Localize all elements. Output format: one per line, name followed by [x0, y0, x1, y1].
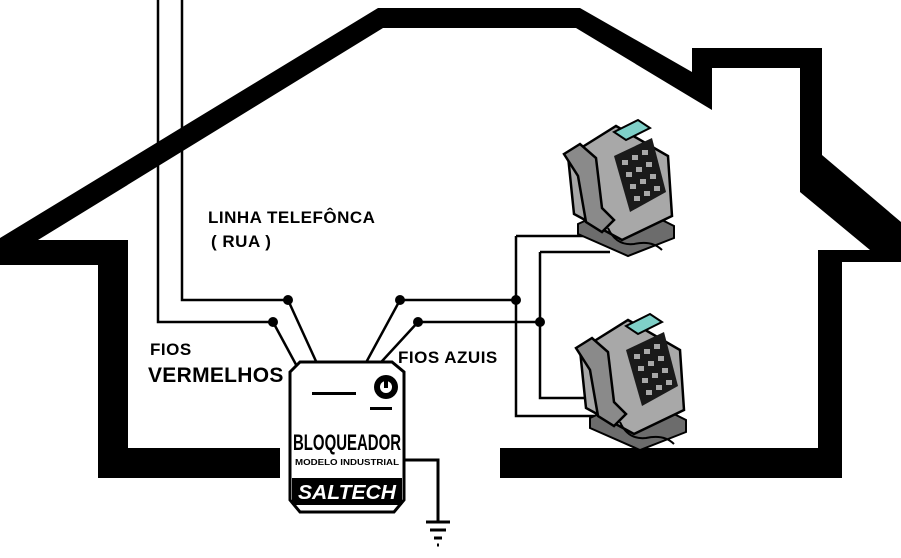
ground-icon: [398, 458, 450, 547]
blocker-device: BLOQUEADOR MODELO INDUSTRIAL SALTECH: [288, 360, 406, 514]
red-wires-label: FIOS: [150, 340, 192, 359]
junction-dot: [395, 295, 405, 305]
line-title: LINHA TELEFÔNCA: [208, 208, 376, 227]
house-outline: [0, 8, 901, 478]
street-line: [156, 0, 288, 324]
red-wires-label-2: VERMELHOS: [148, 364, 284, 387]
phone-icon: [574, 312, 688, 452]
junction-dot: [413, 317, 423, 327]
junction-dot: [283, 295, 293, 305]
junction-dot: [268, 317, 278, 327]
junction-dot: [511, 295, 521, 305]
phone-icon: [562, 118, 676, 258]
red-wires: [271, 299, 322, 373]
junction-dot: [535, 317, 545, 327]
junction-dots: [268, 295, 545, 327]
device-model: BLOQUEADOR: [293, 430, 401, 455]
blue-wires-label: FIOS AZUIS: [398, 348, 498, 367]
device-subline: MODELO INDUSTRIAL: [295, 458, 399, 467]
line-subtitle: ( RUA ): [211, 232, 272, 251]
device-brand: SALTECH: [298, 482, 397, 504]
